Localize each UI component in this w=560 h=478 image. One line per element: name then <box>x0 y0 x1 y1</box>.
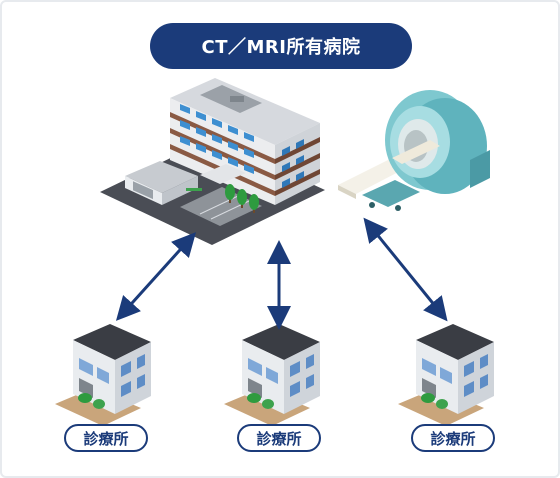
clinic-label: 診療所 <box>237 424 321 452</box>
clinic-label: 診療所 <box>411 424 495 452</box>
connection-arrow-left <box>115 232 197 321</box>
connection-arrow-right <box>363 217 448 322</box>
clinic-label: 診療所 <box>64 424 148 452</box>
clinic-house-icon <box>398 324 494 426</box>
hospital-building-icon <box>100 78 325 245</box>
mri-scanner-icon <box>338 90 490 211</box>
clinic-house-icon <box>224 324 320 426</box>
clinic-house-icon <box>55 324 151 426</box>
diagram-title: CT／MRI所有病院 <box>150 23 412 69</box>
